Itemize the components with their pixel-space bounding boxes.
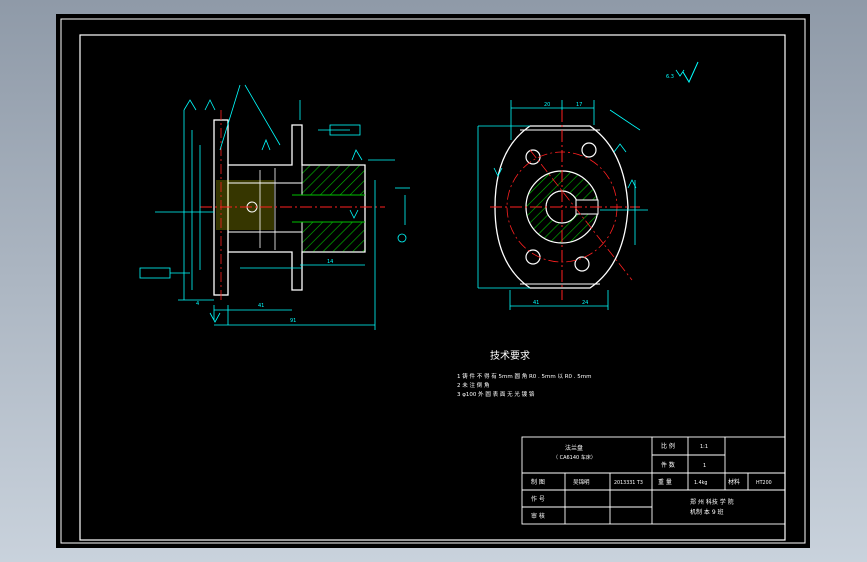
school-line-1: 郑 州 科技 学 院 <box>690 498 734 506</box>
section-dimensions <box>139 84 410 330</box>
section-labels: 4 41 91 14 <box>196 259 333 324</box>
hatch-upper <box>301 164 366 196</box>
flange-outline <box>494 125 629 289</box>
part-subtitle: （ CA6140 车床） <box>553 454 596 461</box>
section-view <box>200 110 385 300</box>
title-block <box>521 436 786 525</box>
corner-roughness: 6.3 <box>666 61 699 84</box>
material-label: 材料 <box>728 478 740 486</box>
drawn-name: 吴锦明 <box>573 478 590 486</box>
front-view <box>490 110 640 300</box>
dim-label-91: 91 <box>290 318 296 324</box>
front-dimensions <box>477 100 648 310</box>
material-value: HT200 <box>756 480 772 486</box>
dim-label-4: 4 <box>196 301 199 307</box>
inner-border <box>79 34 786 541</box>
drawn-label: 制 图 <box>531 478 545 486</box>
dim-label-17: 17 <box>576 102 582 108</box>
count-value: 1 <box>703 463 706 469</box>
tech-req-item-3: 3 φ100 外 圆 表 面 无 光 镀 铬 <box>457 390 535 398</box>
tech-req-title: 技术要求 <box>490 349 530 362</box>
roughness-symbol <box>682 61 699 84</box>
weight-label: 重 量 <box>658 478 672 486</box>
drawn-id: 2013331 T3 <box>614 480 643 486</box>
scale-label: 比 例 <box>661 442 675 450</box>
review-label: 审 核 <box>531 512 545 520</box>
dim-label-41-b: 41 <box>533 300 539 306</box>
bolt-hole-br <box>574 256 590 272</box>
diag-centerline <box>529 149 633 281</box>
dim-label-24: 24 <box>582 300 588 306</box>
bolt-circle <box>506 151 618 263</box>
weight-value: 1.4kg <box>694 480 707 486</box>
design-label: 作 号 <box>531 495 545 503</box>
dim-label-20: 20 <box>544 102 550 108</box>
school-line-2: 机制 本 9 班 <box>690 508 724 516</box>
technical-requirements: 技术要求 1 铸 件 不 得 有 5mm 圆 角 R0 . 5mm 以 R0 .… <box>457 349 592 398</box>
part-name: 法兰盘 <box>565 444 583 452</box>
title-block-text: 法兰盘 （ CA6140 车床） 比 例 1:1 件 数 1 制 图 吴锦明 2… <box>531 442 772 520</box>
hatch-lower <box>301 221 366 253</box>
tech-req-item-1: 1 铸 件 不 得 有 5mm 圆 角 R0 . 5mm 以 R0 . 5mm <box>457 372 592 380</box>
roughness-value: 6.3 <box>666 74 674 80</box>
bore-highlight <box>216 180 274 230</box>
count-label: 件 数 <box>661 461 675 469</box>
drawing-sheet <box>56 14 810 548</box>
roughness-symbol-2 <box>675 69 685 77</box>
outer-border <box>60 18 806 544</box>
scale-value: 1:1 <box>700 444 708 450</box>
dim-label-14: 14 <box>327 259 333 265</box>
front-labels: 20 17 41 24 <box>533 102 588 306</box>
dim-label-41-a: 41 <box>258 303 264 309</box>
tech-req-item-2: 2 未 注 倒 角 <box>457 381 490 389</box>
hub-outline <box>228 124 366 291</box>
bolt-hole-tr <box>581 142 597 158</box>
